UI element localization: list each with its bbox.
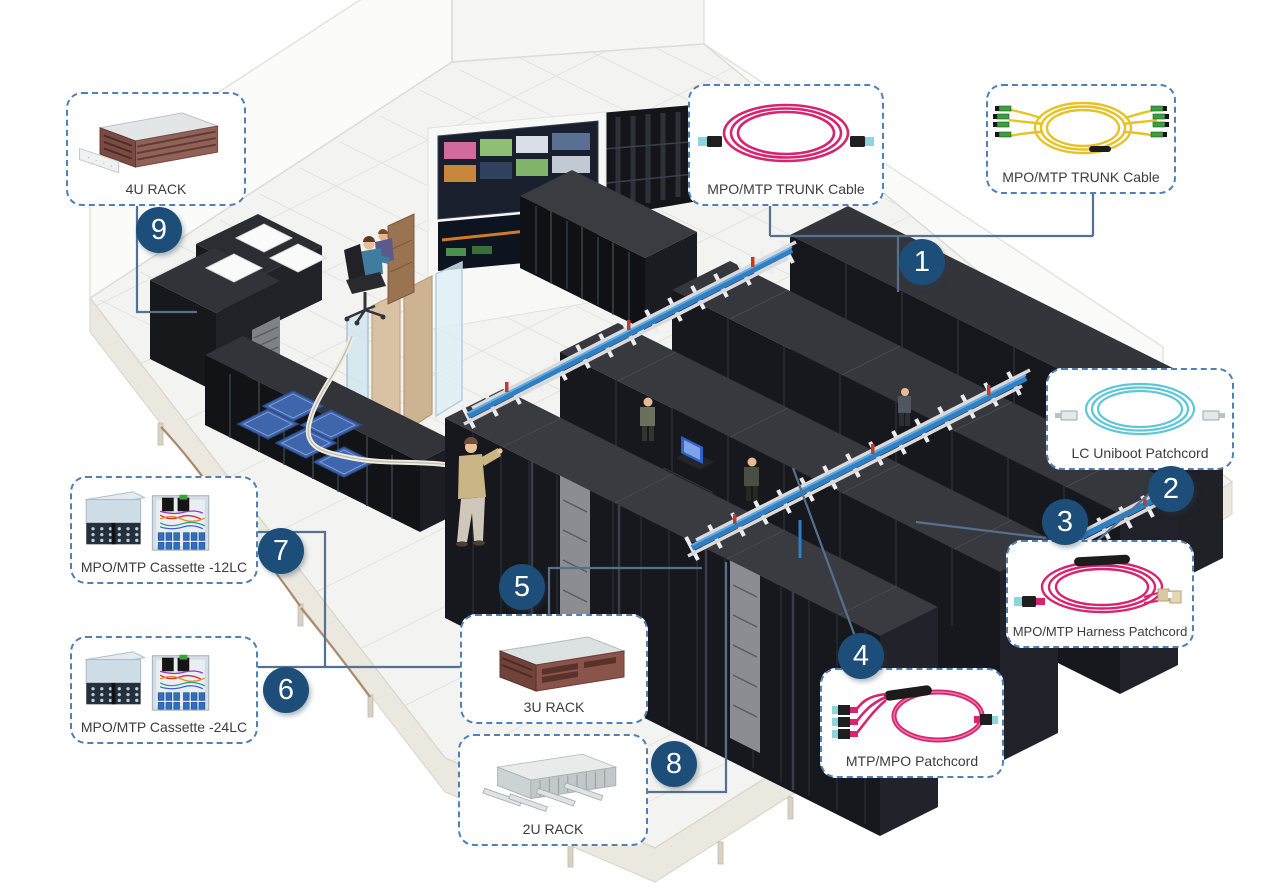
leader-lines [135,194,1195,794]
open-tray [79,147,120,174]
mpo-fanout-connectors [832,705,858,740]
badge-8: 8 [651,741,697,787]
technician [898,388,911,426]
badge-4: 4 [838,633,884,679]
yellow-trunk-cable-image [992,90,1170,170]
badge-3: 3 [1042,499,1088,545]
callout-mpo-mtp-trunk-cable-magenta: MPO/MTP TRUNK Cable [688,84,884,206]
technician [744,457,759,501]
cassette-fibers [159,510,206,530]
callout-lc-uniboot-patchcord: LC Uniboot Patchcord [1046,368,1234,470]
harness-patchcord-image [1012,546,1188,625]
office-chair [344,244,386,326]
rack-4u-image [72,98,240,182]
ceiling-tiles [204,223,328,283]
callout-label: 2U RACK [522,821,584,838]
cassette-12lc-image [76,482,252,560]
callout-mpo-mtp-trunk-cable-yellow: MPO/MTP TRUNK Cable [986,84,1176,194]
monitor-screens [444,133,590,182]
magenta-trunk-cable-image [694,90,878,182]
mpo-connector-tip [698,137,707,147]
top-rack-row [520,170,697,330]
callout-mpo-mtp-cassette-24lc: MPO/MTP Cassette -24LC [70,636,258,744]
callout-label: MPO/MTP Harness Patchcord [1012,624,1188,640]
callout-2u-rack: 2U RACK [458,734,648,846]
callout-3u-rack: 3U RACK [460,614,648,724]
callout-label: MPO/MTP TRUNK Cable [1002,169,1160,186]
badge-7: 7 [258,528,304,574]
callout-mpo-mtp-cassette-12lc: MPO/MTP Cassette -12LC [70,476,258,584]
callout-label: MTP/MPO Patchcord [845,753,979,770]
lc-uniboot-patchcord-image [1052,374,1228,446]
badge-5: 5 [499,564,545,610]
callout-label: MPO/MTP Cassette -24LC [80,719,248,736]
left-rack-cluster [150,214,328,392]
callout-label: MPO/MTP TRUNK Cable [707,181,865,198]
badge-6: 6 [263,667,309,713]
callout-label: 3U RACK [523,699,585,716]
perforated-panel [730,560,760,753]
cable-tray-b [684,368,1031,561]
callout-label: 4U RACK [125,181,187,198]
callout-mtp-mpo-patchcord: MTP/MPO Patchcord [820,668,1004,778]
glass-partition [346,260,463,454]
mtp-mpo-patchcord-image [826,674,998,754]
callout-label: LC Uniboot Patchcord [1071,445,1209,462]
badge-1: 1 [899,239,945,285]
badge-9: 9 [136,207,182,253]
cable-tray-a [460,239,797,429]
rack-3u-image [466,620,642,700]
desk [387,213,415,305]
cassette-24lc-image [76,642,252,720]
door-panel [403,275,433,434]
callout-label: MPO/MTP Cassette -12LC [80,559,248,576]
callout-4u-rack: 4U RACK [66,92,246,206]
cassette-fibers [159,670,206,690]
badge-2: 2 [1148,466,1194,512]
office-desk-area [344,213,415,326]
technician [640,397,655,441]
callout-mpo-mtp-harness-patchcord: MPO/MTP Harness Patchcord [1006,540,1194,648]
cassette-slides [482,782,604,813]
standing-technician [456,437,503,547]
rack-2u-image [464,740,642,822]
lc-duplex-connectors [1143,588,1182,604]
laptop [676,436,714,470]
lc-connector [1055,410,1225,421]
